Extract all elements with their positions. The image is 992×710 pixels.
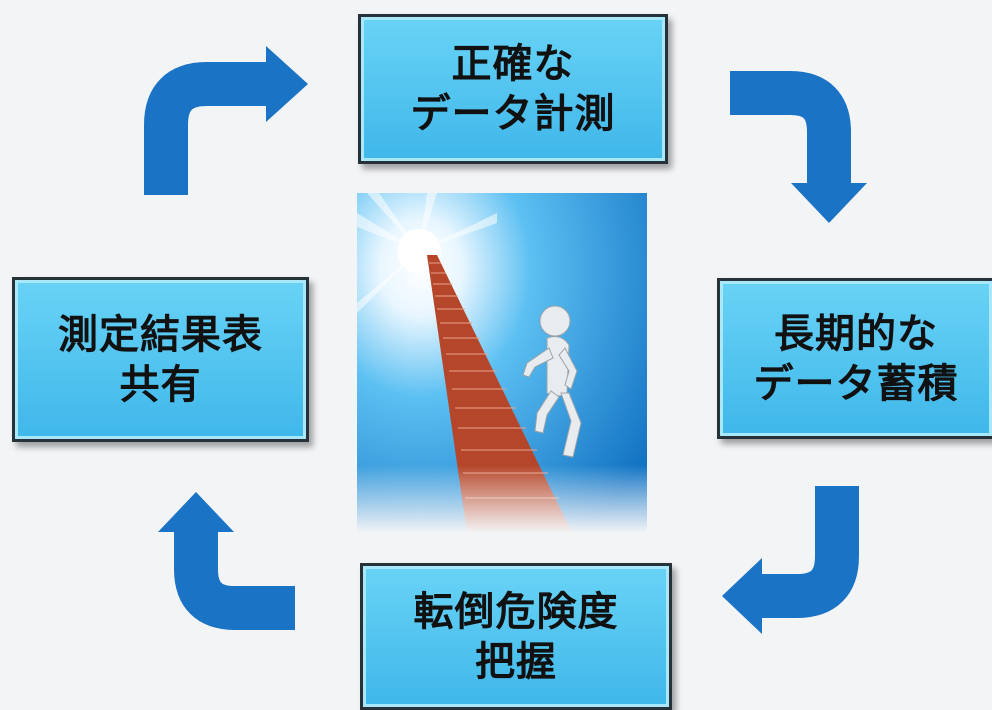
curved-arrow-icon-bottom-right: [722, 486, 859, 634]
step-label-line2: 把握: [475, 638, 557, 685]
step-results-sharing: 測定結果表 共有: [12, 277, 309, 442]
step-fall-risk-assessment: 転倒危険度 把握: [360, 563, 672, 710]
curved-arrow-icon-top-left: [144, 46, 308, 195]
curved-arrow-icon-bottom-left: [158, 492, 295, 630]
step-long-term-data-accumulation: 長期的な データ蓄積: [717, 278, 992, 439]
step-label-line1: 正確な: [451, 41, 575, 87]
step-label-line2: 共有: [119, 361, 202, 408]
curved-arrow-icon-top-right: [730, 71, 867, 223]
step-accurate-data-measurement: 正確な データ計測: [358, 14, 668, 164]
step-label-line1: 測定結果表: [58, 311, 263, 358]
step-label-line2: データ計測: [410, 91, 616, 137]
staircase-to-light-illustration: [357, 193, 647, 533]
step-label-line1: 長期的な: [774, 310, 938, 357]
step-label-line2: データ蓄積: [753, 360, 959, 407]
step-label-line1: 転倒危険度: [413, 588, 619, 635]
